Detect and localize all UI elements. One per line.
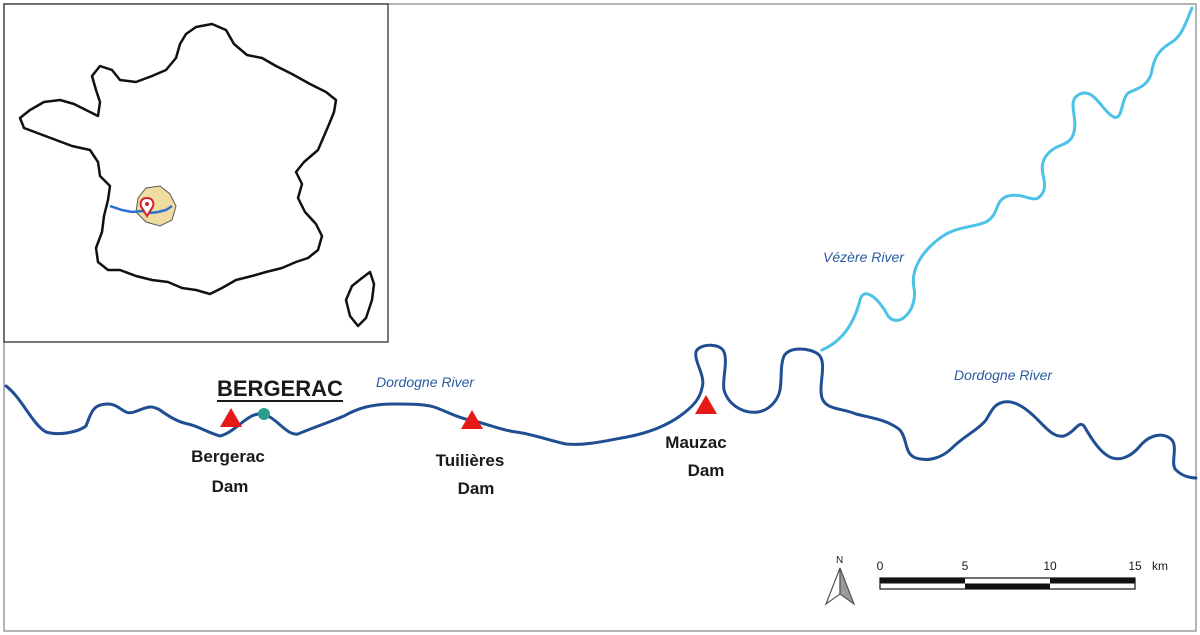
dam-label-bergerac-line2: Dam [212,477,249,496]
scale-tick-15: 15 [1128,559,1142,573]
dam-marker-bergerac [220,408,242,427]
dam-label-tuilieres-line1: Tuilières [436,451,505,470]
scale-tick-5: 5 [962,559,969,573]
dam-label-mauzac-line2: Dam [688,461,725,480]
dam-label-tuilieres-line2: Dam [458,479,495,498]
north-arrow-icon: N [824,555,856,606]
station-marker [258,408,270,420]
scale-tick-10: 10 [1043,559,1057,573]
corsica-outline [344,270,376,328]
dam-marker-mauzac [695,395,717,414]
france-outline [18,22,338,296]
dam-label-bergerac-line1: Bergerac [191,447,265,466]
dam-label-mauzac-line1: Mauzac [665,433,726,452]
city-label-bergerac: BERGERAC [217,376,343,401]
dordogne-river-label-east: Dordogne River [954,367,1053,383]
north-arrow-label: N [836,555,843,566]
vezere-river [820,6,1194,352]
scale-unit: km [1152,559,1168,573]
vezere-river-label: Vézère River [823,249,905,265]
location-pin-icon [139,196,155,218]
dam-marker-tuilieres [461,410,483,429]
france-inset [3,3,389,343]
scale-tick-0: 0 [877,559,884,573]
dordogne-river-label-west: Dordogne River [376,374,475,390]
scale-bar: 0 5 10 15 km [877,559,1168,590]
dordogne-river [4,343,1198,480]
